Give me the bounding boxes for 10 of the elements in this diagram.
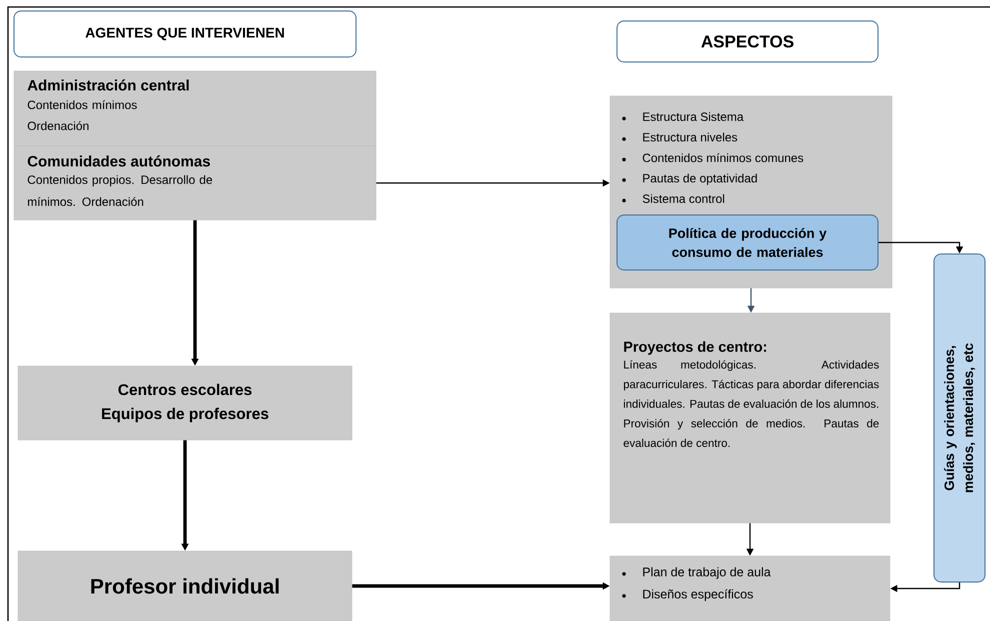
agent-box: Profesor individual [18,550,352,621]
agent-box: Administración central Contenidos mínimos Ordenación [14,70,376,146]
project-box: Proyectos de centro: Líneas metodológicas. Actividades paracurriculares. Tácticas para abordar diferencias individuales. Pautas de evaluación de los alumnos. Provisión y selección de medios. Pautas de evaluación de centro. [610,312,890,524]
agent-box: Comunidades autónomas Contenidos propios. Desarrollo de mínimos. Ordenación [14,146,376,220]
heading-box: AGENTES QUE INTERVIENEN [14,10,356,58]
aspect-box: Plan de trabajo de aula Diseños específicos [610,556,890,621]
agent-box: Centros escolares Equipos de profesores [18,366,352,440]
heading-box: ASPECTOS [616,20,878,62]
policy-box: Política de producción y consumo de materiales [616,214,878,270]
guide-box: Guías y orientaciones, medios, materiales, etc [934,254,986,582]
